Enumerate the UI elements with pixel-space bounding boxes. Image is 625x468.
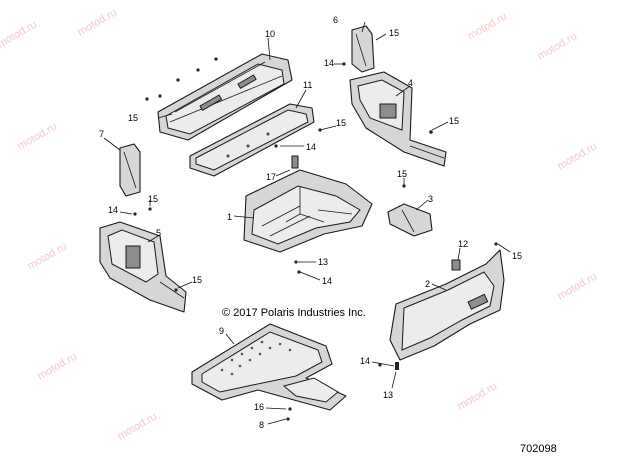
callout-2: 2 [425,279,430,289]
part-7-left-post [119,143,141,197]
callout-16: 16 [254,402,264,412]
callout-15: 15 [389,28,399,38]
watermark: motod.ru [556,140,600,172]
callout-10: 10 [265,29,275,39]
part-1-center-floor [243,169,373,253]
callout-15: 15 [397,169,407,179]
callout-14: 14 [306,142,316,152]
callout-15: 15 [512,251,522,261]
callout-15: 15 [128,113,138,123]
callout-7: 7 [99,129,104,139]
watermark: motod.ru [36,350,80,382]
watermark: motod.ru [26,240,70,272]
copyright-notice: © 2017 Polaris Industries Inc. [222,307,366,319]
callout-4: 4 [408,78,413,88]
callout-17: 17 [266,172,276,182]
callout-11: 11 [303,80,312,90]
part-12-tag [451,259,461,271]
drawing-number: 702098 [520,443,557,455]
callout-12: 12 [458,239,468,249]
watermark: motod.ru [556,270,600,302]
part-4-right-side-panel [349,71,447,167]
callout-14: 14 [322,276,332,286]
watermark: motod.ru [0,18,39,50]
callout-9: 9 [219,326,224,336]
callout-13: 13 [383,390,393,400]
callout-8: 8 [259,420,264,430]
callout-15: 15 [449,116,459,126]
part-11-crossmember [189,103,315,177]
part-6-bracket [351,25,375,73]
part-2-right-floor-panel [389,249,505,361]
callout-15: 15 [336,118,346,128]
callout-14: 14 [324,58,334,68]
watermark: motod.ru [536,30,580,62]
callout-6: 6 [333,15,338,25]
watermark: motod.ru [16,120,60,152]
watermark: motod.ru [456,380,500,412]
callout-15: 15 [192,275,202,285]
callout-14: 14 [360,356,370,366]
part-10-rear-panel [157,53,293,141]
part-17-clip [291,155,299,169]
callout-1: 1 [227,212,232,222]
watermark: motod.ru [116,410,160,442]
callout-14: 14 [108,205,118,215]
part-3-duct [387,203,433,237]
callout-labels: 10 6 15 14 4 11 15 15 7 15 14 17 15 3 1 … [99,15,522,430]
leader-lines [103,21,511,425]
watermark: motod.ru [466,10,510,42]
watermark: motod.ru [76,6,120,38]
callout-3: 3 [428,194,433,204]
callout-13: 13 [318,257,328,267]
part-5-left-side-panel [99,221,187,313]
part-9-floor-plate [191,323,347,411]
callout-5: 5 [156,228,161,238]
callout-15: 15 [148,194,158,204]
